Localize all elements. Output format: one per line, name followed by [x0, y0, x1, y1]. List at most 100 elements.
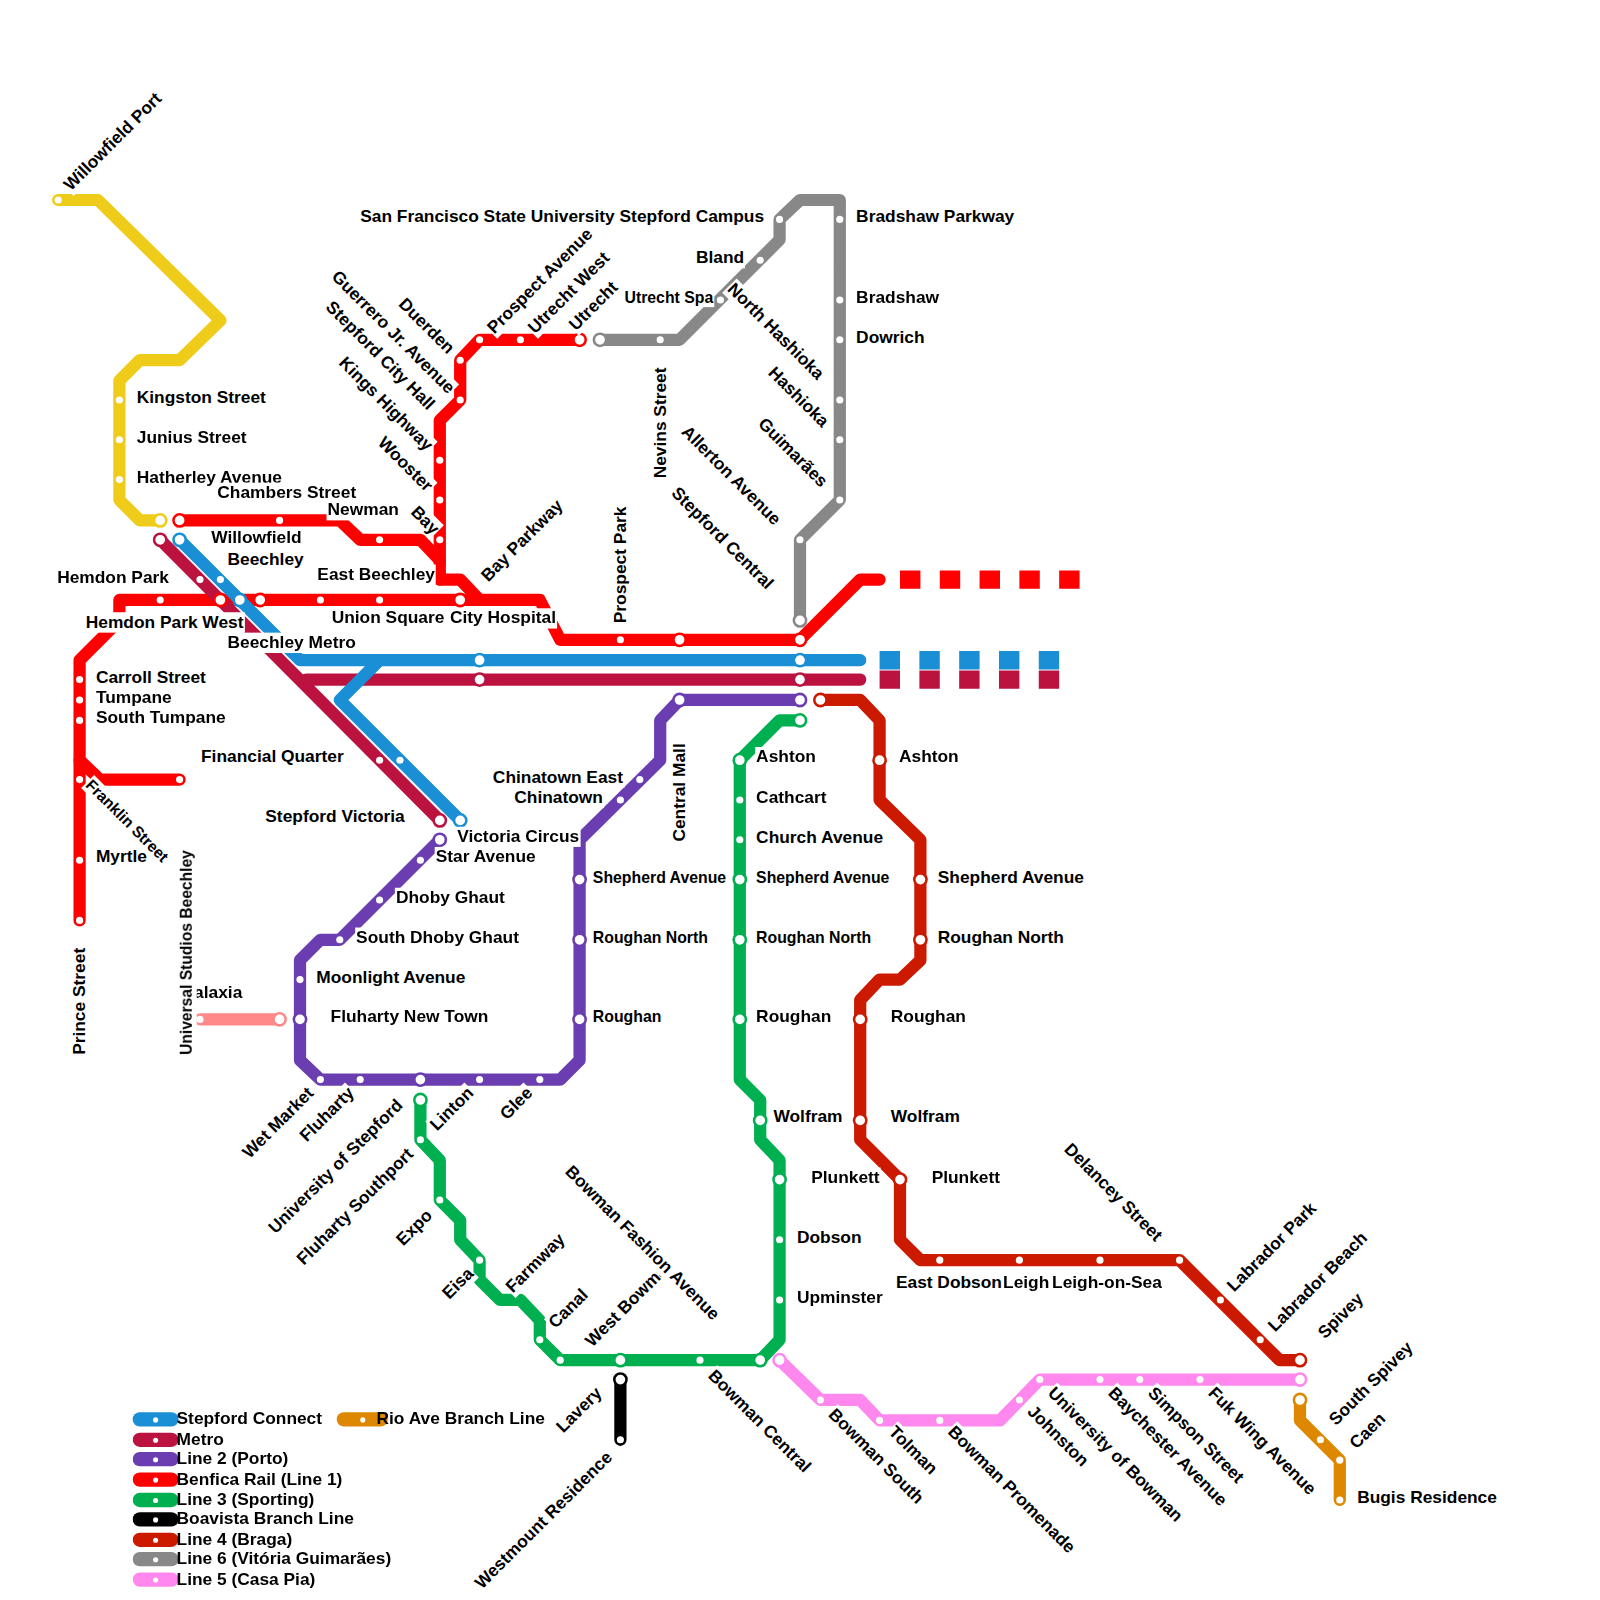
station-dot [557, 1357, 564, 1364]
station-label: City Hospital [449, 608, 557, 628]
station-dot [436, 1196, 443, 1203]
station-label: Roughan [592, 1008, 663, 1026]
station-label: Ashton [898, 747, 960, 767]
legend-text: Metro [176, 1430, 225, 1450]
station-label: Prospect Park [610, 506, 630, 625]
station-dot [414, 1073, 426, 1085]
station-label: Shepherd Avenue [592, 868, 727, 886]
station-label: Beechley Metro [227, 633, 357, 653]
station-dot [836, 296, 843, 303]
station-dot [657, 336, 664, 343]
route-line [420, 720, 800, 1360]
station-dot [1294, 1354, 1306, 1366]
station-dot [436, 457, 443, 464]
station-dot [116, 476, 123, 483]
station-dot [734, 754, 746, 766]
station-label: Carroll Street [95, 667, 207, 687]
station-dot [817, 1396, 824, 1403]
station-dot [414, 1094, 426, 1106]
station-dot [636, 776, 643, 783]
station-dot [836, 496, 843, 503]
station-dot [317, 596, 324, 603]
station-label: Plunkett [810, 1167, 880, 1187]
legend-swatch [133, 1433, 179, 1447]
station-label: Fluharty Southport [292, 1144, 418, 1270]
station-dot [454, 814, 466, 826]
line-group [58, 200, 1340, 1500]
station-label: Moonlight Avenue [315, 967, 466, 987]
station-label: Bradshaw [855, 288, 940, 308]
legend-text: Stepford Connect [176, 1409, 324, 1429]
station-label: Myrtle [95, 847, 148, 867]
station-dot [173, 534, 185, 546]
station-dot [754, 1114, 766, 1126]
route-line [820, 700, 1300, 1360]
station-dot [254, 594, 266, 606]
station-dot [536, 1076, 543, 1083]
station-dot [116, 396, 123, 403]
station-dot [717, 296, 724, 303]
station-dot [196, 1016, 203, 1023]
station-dot [454, 594, 466, 606]
station-dot [1196, 1376, 1203, 1383]
station-dot [736, 796, 743, 803]
station-label: Chinatown East [492, 767, 624, 787]
station-label: Delancey Street [1059, 1139, 1167, 1247]
station-dot [417, 1136, 424, 1143]
station-dot [614, 1373, 626, 1385]
line-group [880, 580, 1080, 680]
station-dot [1136, 1376, 1143, 1383]
swatch-dot [153, 1497, 158, 1502]
station-label: Farmway [501, 1229, 570, 1298]
swatch-dot [153, 1457, 158, 1462]
station-dot [794, 673, 806, 685]
station-dot [76, 717, 83, 724]
station-label: Kingston Street [136, 388, 267, 408]
station-dot [517, 336, 524, 343]
station-label: Financial Quarter [200, 747, 345, 767]
swatch-dot [153, 1537, 158, 1542]
station-label: Upminster [796, 1288, 884, 1308]
station-label: Ashton [755, 747, 817, 767]
station-dot [434, 834, 446, 846]
station-label: Plunkett [931, 1167, 1001, 1187]
station-dot [794, 694, 806, 706]
route-line [614, 1380, 626, 1440]
legend-swatch [133, 1552, 179, 1566]
station-dot [417, 857, 424, 864]
station-dot [273, 1013, 285, 1025]
station-dot [617, 636, 624, 643]
station-dot [436, 496, 443, 503]
station-dot [854, 1013, 866, 1025]
station-label: Willowfield Port [59, 88, 166, 195]
legend-swatch [133, 1412, 179, 1426]
legend-text: Benfica Rail (Line 1) [176, 1469, 344, 1489]
station-dot [1036, 1376, 1043, 1383]
station-label: Leigh-on-Sea [1051, 1272, 1163, 1292]
station-dot [196, 576, 203, 583]
station-dot [1176, 1257, 1183, 1264]
station-dot [76, 676, 83, 683]
station-label: Dhoby Ghaut [395, 888, 506, 908]
station-dot [476, 336, 483, 343]
station-dot [573, 334, 585, 346]
station-dot [757, 257, 764, 264]
station-dot [894, 1173, 906, 1185]
station-label: Bradshaw Parkway [855, 207, 1015, 227]
station-dot [457, 396, 464, 403]
station-dot [396, 757, 403, 764]
station-label: Dowrich [855, 328, 925, 348]
station-label: Beechley [227, 550, 305, 570]
station-dot [936, 1417, 943, 1424]
route-line [300, 700, 800, 1080]
station-label: Victoria Circus [456, 827, 580, 847]
station-label: Chinatown [513, 788, 604, 808]
route-line [180, 520, 440, 560]
station-dot [617, 1436, 624, 1443]
station-dot [814, 694, 826, 706]
station-label: Nevins Street [650, 366, 670, 479]
station-dot [376, 757, 383, 764]
station-label: South Dhoby Ghaut [355, 928, 520, 948]
station-dot [776, 1296, 783, 1303]
